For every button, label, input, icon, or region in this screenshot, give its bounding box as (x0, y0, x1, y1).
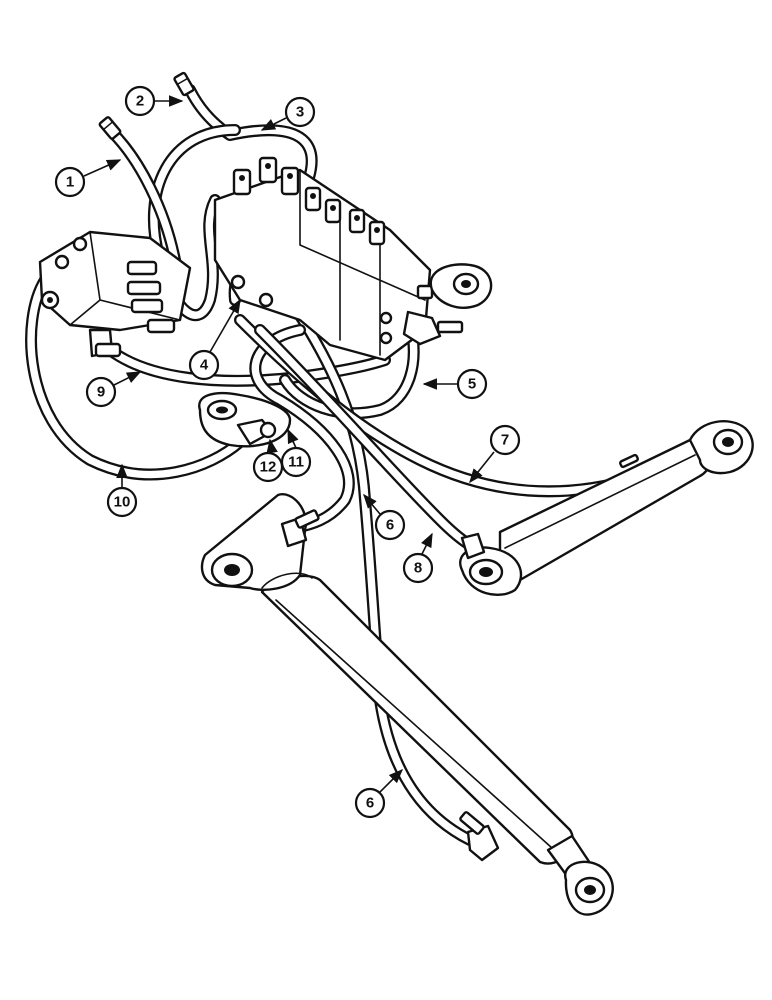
hoses-group (25, 84, 666, 846)
top-hose-fittings (98, 71, 195, 140)
callout-label-4: 4 (200, 357, 209, 374)
valve-right-fitting (402, 284, 464, 346)
callout-6-lower: 6 (354, 768, 404, 819)
hose-8 (254, 324, 476, 551)
hose-10 (25, 274, 246, 481)
callout-11: 11 (280, 428, 312, 478)
main-hydraulic-cylinder (200, 493, 614, 916)
right-hydraulic-cylinder (459, 420, 754, 597)
callout-5: 5 (422, 368, 488, 400)
hose-5 (279, 319, 420, 420)
callout-12: 12 (252, 438, 284, 483)
callout-3: 3 (260, 96, 316, 131)
callout-label-1: 1 (66, 174, 74, 191)
callout-8: 8 (402, 532, 434, 584)
callout-label-2: 2 (136, 93, 144, 110)
callout-label-7: 7 (501, 432, 509, 449)
callout-label-6-upper: 6 (386, 517, 394, 534)
control-valve-bank (213, 156, 493, 362)
auxiliary-valve (38, 230, 192, 358)
lower-mount-bracket (198, 391, 292, 448)
callout-10: 10 (106, 463, 138, 518)
callout-1: 1 (54, 159, 122, 198)
callout-label-11: 11 (288, 454, 304, 471)
callout-6-upper: 6 (363, 493, 406, 541)
callout-label-6-lower: 6 (366, 795, 374, 812)
hose-9 (104, 344, 391, 387)
valve-mount-eye (429, 263, 493, 309)
callout-label-12: 12 (260, 459, 277, 476)
valve-port-bolts (230, 274, 393, 345)
hose-6 (284, 294, 476, 846)
callout-label-3: 3 (296, 104, 304, 121)
callout-label-5: 5 (468, 376, 476, 393)
hose-11 (249, 324, 355, 534)
callout-7: 7 (469, 424, 521, 484)
callout-4: 4 (188, 298, 241, 381)
valve-spools (232, 156, 386, 246)
callout-label-10: 10 (114, 494, 131, 511)
callouts-group: 1 2 3 4 5 9 (54, 85, 521, 819)
callout-2: 2 (124, 85, 184, 117)
callout-label-8: 8 (414, 560, 422, 577)
callout-9: 9 (85, 371, 142, 408)
callout-label-9: 9 (97, 384, 105, 401)
